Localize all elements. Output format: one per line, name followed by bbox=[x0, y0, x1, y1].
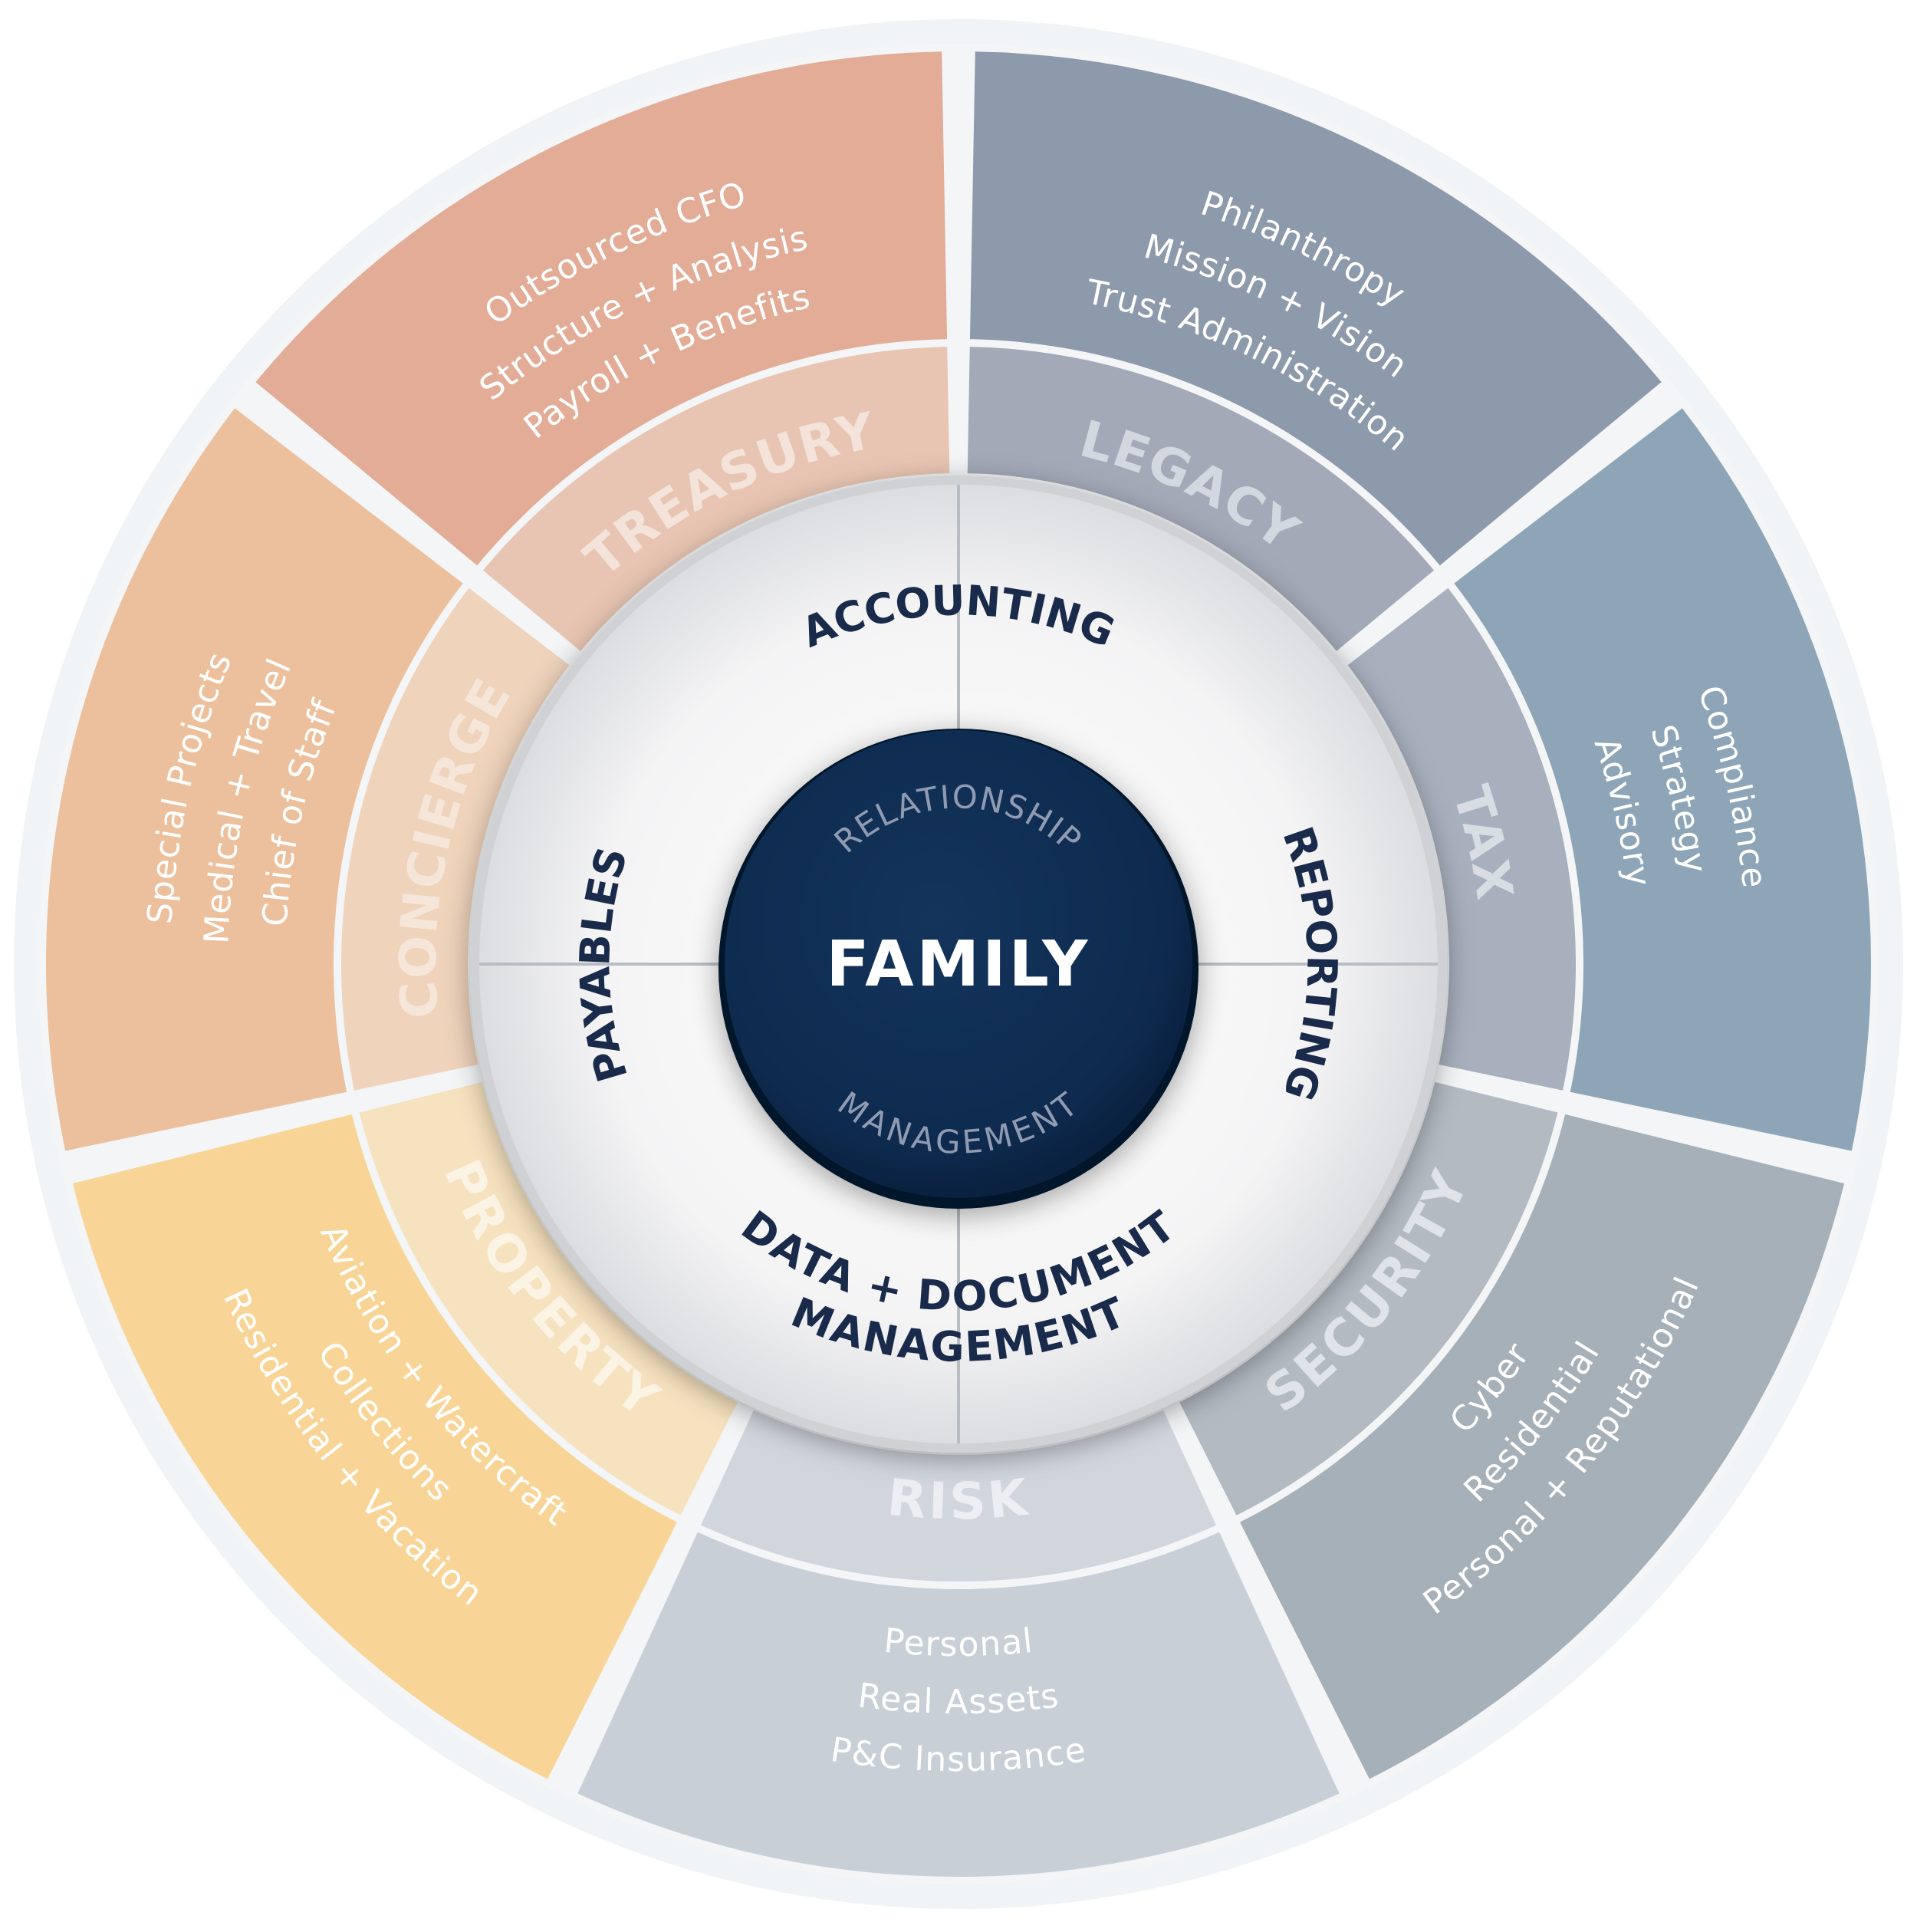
sector-risk-outer-band bbox=[577, 1532, 1340, 1877]
sector-risk-item: Personal bbox=[882, 1621, 1034, 1664]
core-title: FAMILY bbox=[826, 928, 1090, 1001]
sector-risk-inner-band bbox=[701, 1410, 1216, 1581]
sector-property-outer-band bbox=[72, 1114, 677, 1779]
sector-tax-outer-band bbox=[1454, 408, 1871, 1151]
sector-security-inner-band bbox=[1179, 1081, 1558, 1516]
sector-concierge-inner-band bbox=[341, 587, 570, 1091]
sector-legacy-outer-band bbox=[969, 51, 1662, 566]
sector-legacy-inner-band bbox=[967, 347, 1435, 651]
sector-tax-inner-band bbox=[1347, 587, 1577, 1091]
sector-risk-label: RISK bbox=[885, 1468, 1032, 1532]
sector-treasury-inner-band bbox=[482, 347, 950, 651]
sector-property-inner-band bbox=[359, 1081, 738, 1516]
core-circle bbox=[725, 730, 1192, 1198]
sector-risk-item: Real Assets bbox=[856, 1676, 1061, 1722]
sector-concierge-outer-band bbox=[45, 408, 463, 1151]
sector-treasury-outer-band bbox=[255, 51, 948, 566]
sector-security-outer-band bbox=[1240, 1114, 1845, 1779]
